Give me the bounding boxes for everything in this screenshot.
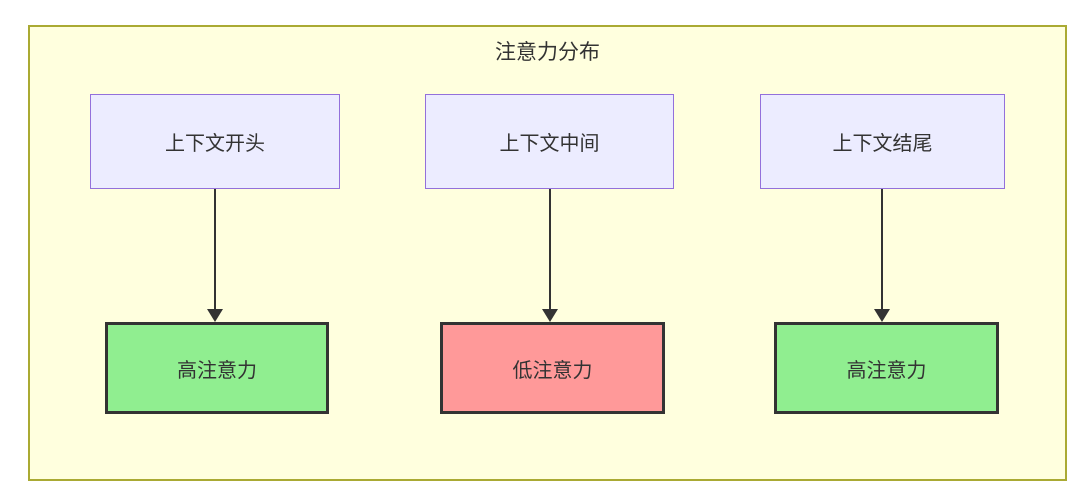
arrowhead-down-icon [542, 309, 558, 322]
arrow-line [549, 189, 551, 309]
node-label: 上下文中间 [499, 133, 600, 155]
edge-end-to-high [874, 189, 890, 322]
node-label: 上下文开头 [165, 133, 265, 155]
edge-beginning-to-high [207, 189, 223, 322]
node-context-end: 上下文结尾 [760, 94, 1005, 189]
node-low-attention: 低注意力 [440, 322, 665, 414]
node-context-beginning: 上下文开头 [90, 94, 340, 189]
arrowhead-down-icon [874, 309, 890, 322]
arrowhead-down-icon [207, 309, 223, 322]
edge-middle-to-low [542, 189, 558, 322]
node-label: 上下文结尾 [832, 133, 933, 155]
node-label: 低注意力 [512, 359, 593, 382]
diagram-container: 注意力分布 上下文开头 高注意力 上下文中间 低注意力 上下文结尾 [28, 25, 1067, 481]
arrow-line [214, 189, 216, 309]
arrow-line [881, 189, 883, 309]
node-label: 高注意力 [846, 359, 927, 382]
node-context-middle: 上下文中间 [425, 94, 674, 189]
diagram-title: 注意力分布 [495, 41, 600, 64]
node-label: 高注意力 [177, 359, 257, 382]
node-high-attention-2: 高注意力 [774, 322, 999, 414]
node-high-attention-1: 高注意力 [105, 322, 329, 414]
